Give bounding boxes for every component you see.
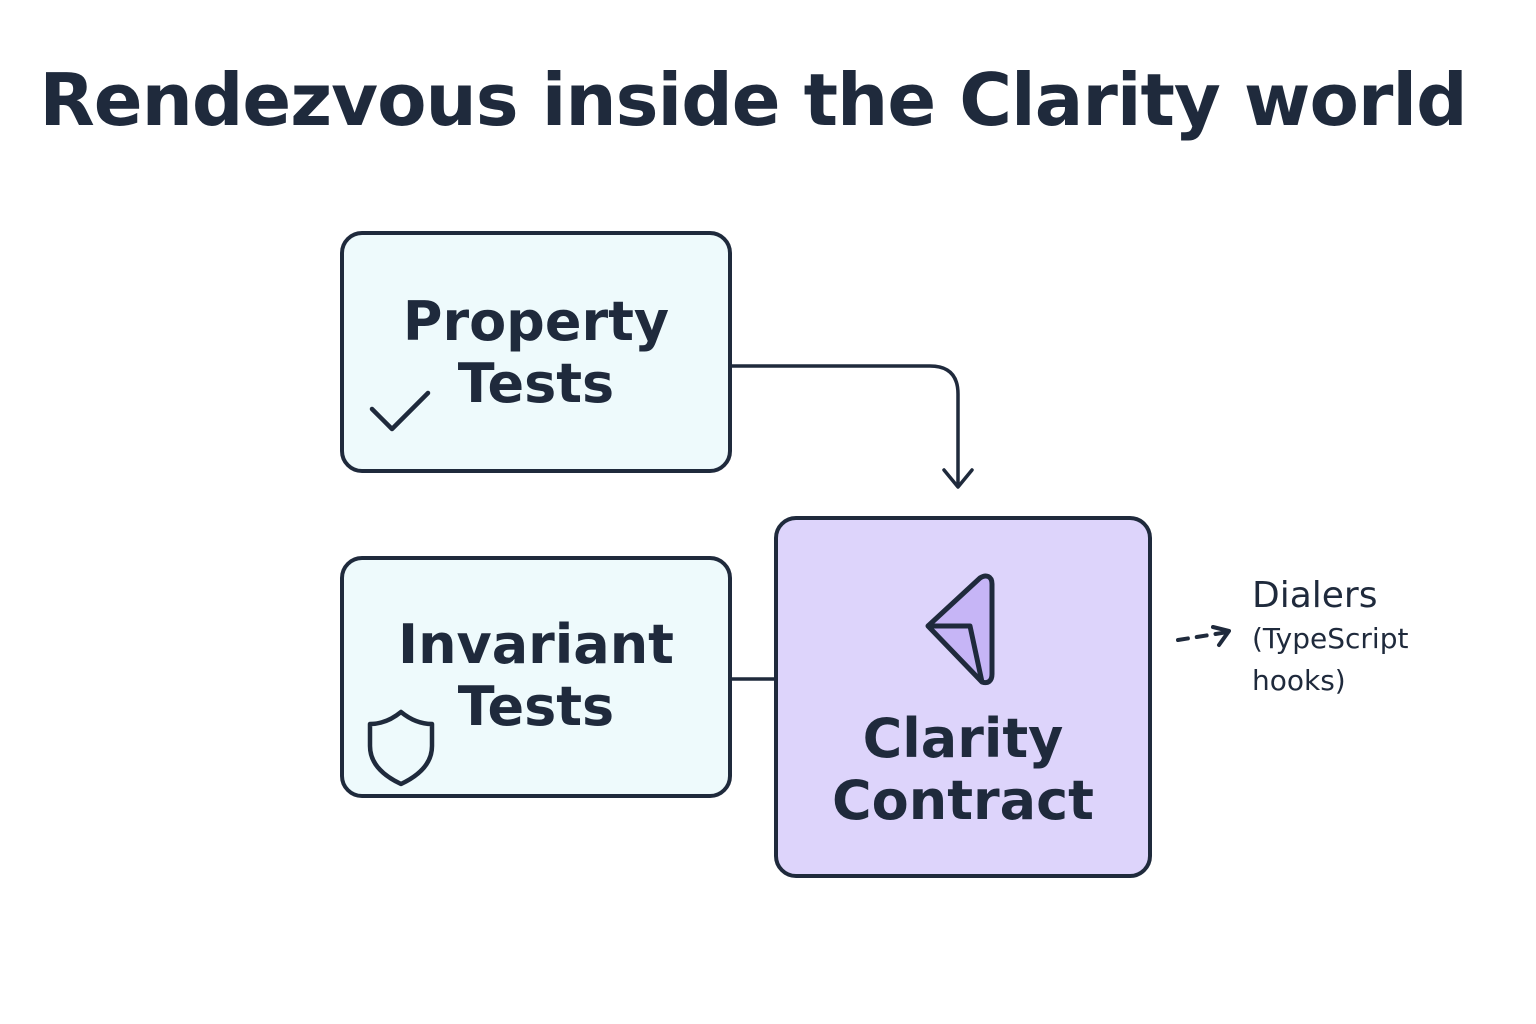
node-clarity-contract: Clarity Contract <box>774 516 1152 878</box>
node-property-tests-line2: Tests <box>457 352 615 415</box>
node-clarity-contract-label: Clarity Contract <box>778 708 1148 832</box>
node-property-tests-label: Property Tests <box>344 291 728 415</box>
page-title: Rendezvous inside the Clarity world <box>39 58 1467 142</box>
node-property-tests-line1: Property <box>402 290 670 353</box>
contract-to-dialers-connector <box>1176 630 1230 642</box>
shield-icon <box>367 709 435 787</box>
node-clarity-contract-line2: Contract <box>832 769 1094 832</box>
dialers-note-title: Dialers <box>1252 575 1378 616</box>
clarity-logo-icon <box>925 573 995 686</box>
property-to-contract-arrowhead <box>942 468 974 489</box>
dialers-note-line2: (TypeScript <box>1252 622 1409 655</box>
dialers-note: Dialers (TypeScript hooks) <box>1252 574 1408 702</box>
property-to-contract-connector <box>730 364 960 488</box>
node-invariant-tests: Invariant Tests <box>340 556 732 798</box>
node-invariant-tests-line2: Tests <box>457 675 615 738</box>
checkmark-icon <box>369 390 431 432</box>
node-invariant-tests-label: Invariant Tests <box>344 614 728 738</box>
node-property-tests: Property Tests <box>340 231 732 473</box>
dialers-note-line3: hooks) <box>1252 664 1346 697</box>
node-invariant-tests-line1: Invariant <box>397 613 674 676</box>
contract-to-dialers-arrowhead <box>1211 625 1231 647</box>
node-clarity-contract-line1: Clarity <box>862 707 1064 770</box>
